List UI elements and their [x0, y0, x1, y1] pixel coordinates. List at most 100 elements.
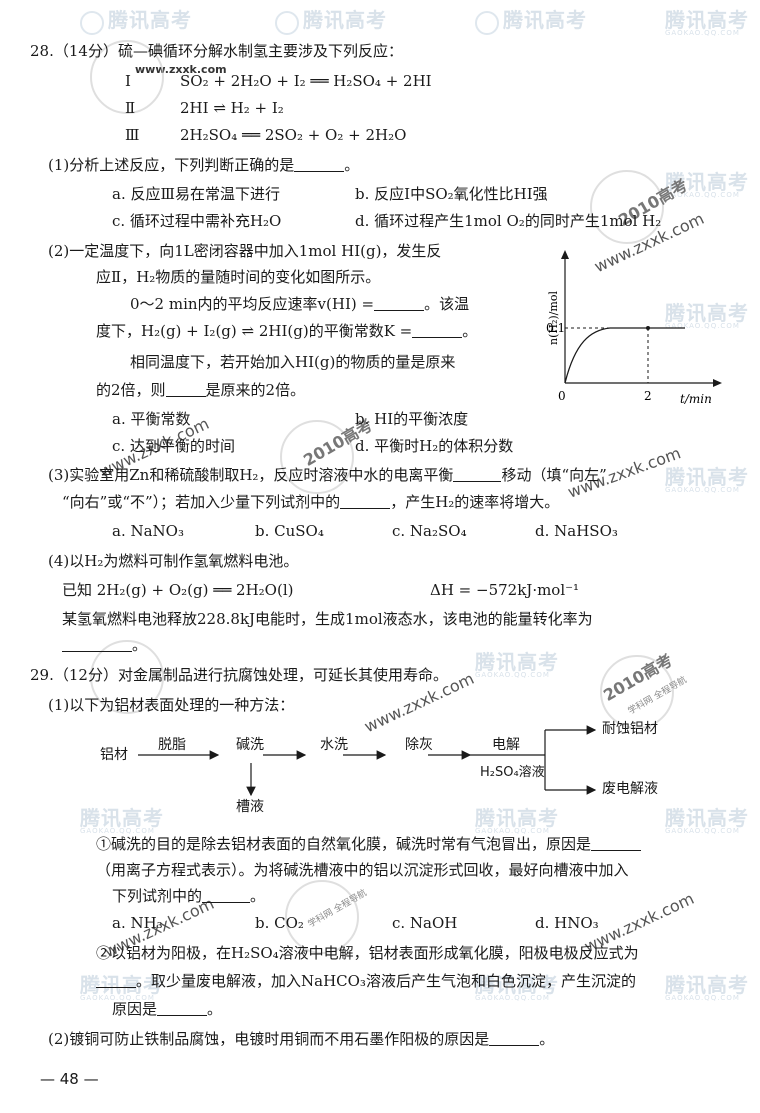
graph-y-tick: 0.1: [546, 321, 565, 335]
watermark-tencent-gaokao: 腾讯高考: [275, 10, 387, 35]
h2-vs-time-graph: n(H₂)/mol 0.1 0 2 t/min: [546, 250, 722, 406]
q28-part1-option-d: d. 循环过程产生1mol O₂的同时产生1mol H₂: [355, 212, 662, 230]
graduation-cap-stamp-icon: [90, 640, 164, 714]
flow-electrolysis-condition: H₂SO₄溶液: [480, 765, 545, 780]
q28-part3-option-a: a. NaNO₃: [112, 522, 184, 540]
answer-blank[interactable]: [294, 159, 345, 172]
q28-part1-option-c: c. 循环过程中需补充H₂O: [112, 212, 282, 230]
flow-step-degrease: 脱脂: [158, 737, 186, 753]
q28-part2-line5: 相同温度下，若开始加入HI(g)的物质的量是原来: [130, 353, 456, 371]
q28-part3-option-b: b. CuSO₄: [255, 522, 324, 540]
q29-c2-line3: 原因是。: [112, 1000, 223, 1018]
q29-c2-line1: ②以铝材为阳极，在H₂SO₄溶液中电解，铝材表面形成氧化膜，阳极电极反应式为: [96, 944, 639, 962]
graph-equilibrium-point: [646, 326, 650, 330]
watermark-tencent-gaokao: 腾讯高考: [475, 10, 587, 35]
q28-reaction-3-number: Ⅲ: [125, 126, 140, 144]
q28-part2-line2: 应Ⅱ，H₂物质的量随时间的变化如图所示。: [96, 268, 381, 286]
q29-header: 29.（12分）对金属制品进行抗腐蚀处理，可延长其使用寿命。: [30, 666, 448, 684]
aluminum-treatment-flow: [138, 725, 597, 797]
q29-c1-option-b: b. CO₂: [255, 914, 304, 932]
q28-part2-option-d: d. 平衡时H₂的体积分数: [355, 437, 514, 455]
answer-blank[interactable]: [412, 325, 463, 338]
answer-blank[interactable]: [489, 1033, 540, 1046]
q28-reaction-2-number: Ⅱ: [125, 99, 136, 117]
q28-header: 28.（14分）硫—碘循环分解水制氢主要涉及下列反应：: [30, 42, 403, 60]
flow-step-water-wash: 水洗: [320, 737, 348, 753]
watermark-tencent-gaokao: 腾讯高考: [80, 10, 192, 35]
watermark-zxxk: www.zxxk.com: [135, 63, 227, 76]
answer-blank[interactable]: [453, 469, 502, 482]
answer-blank[interactable]: [591, 838, 642, 851]
q29-c2-line2: 。取少量废电解液，加入NaHCO₃溶液后产生气泡和白色沉淀，产生沉淀的: [96, 974, 636, 989]
flow-output-waste-electrolyte: 废电解液: [602, 781, 658, 797]
q28-part2-line4: 度下，H₂(g) + I₂(g) ⇌ 2HI(g)的平衡常数K =。: [96, 322, 478, 340]
q28-part2-option-c: c. 达到平衡的时间: [112, 437, 235, 455]
tencent-logo-icon: [475, 10, 499, 35]
answer-blank[interactable]: [202, 890, 251, 903]
flow-start: 铝材: [100, 747, 128, 763]
q28-reaction-3: 2H₂SO₄ ══ 2SO₂ + O₂ + 2H₂O: [180, 126, 407, 144]
graduation-cap-stamp-icon: [590, 170, 664, 244]
q28-part1-option-b: b. 反应Ⅰ中SO₂氧化性比HI强: [355, 185, 548, 203]
flow-step-alkali-wash: 碱洗: [236, 737, 264, 753]
answer-blank[interactable]: [374, 298, 425, 311]
q28-part2-option-b: b. HI的平衡浓度: [355, 410, 469, 428]
q28-part4-line3: 某氢氧燃料电池释放228.8kJ电能时，生成1mol液态水，该电池的能量转化率为: [62, 610, 593, 628]
flow-side-tank-liquid: 槽液: [236, 799, 264, 815]
flow-output-corrosion-resistant: 耐蚀铝材: [602, 721, 658, 737]
q28-part4-equation: 已知 2H₂(g) + O₂(g) ══ 2H₂O(l): [62, 581, 294, 599]
q28-part1-stem: (1)分析上述反应，下列判断正确的是。: [48, 156, 360, 174]
flow-step-deash: 除灰: [405, 737, 433, 753]
answer-blank[interactable]: [62, 639, 132, 652]
graph-x-tick: 2: [644, 389, 652, 403]
q29-part2: (2)镀铜可防止铁制品腐蚀，电镀时用铜而不用石墨作阳极的原因是。: [48, 1030, 555, 1048]
answer-blank[interactable]: [96, 975, 136, 988]
graph-h2-curve: [564, 327, 685, 384]
q28-part2-line1: (2)一定温度下，向1L密闭容器中加入1mol HI(g)，发生反: [48, 242, 442, 260]
tencent-logo-icon: [275, 10, 299, 35]
answer-blank[interactable]: [157, 1003, 208, 1016]
q28-part4-line1: (4)以H₂为燃料可制作氢氧燃料电池。: [48, 552, 299, 570]
page-number: — 48 —: [40, 1070, 99, 1088]
q28-part2-line6: 的2倍，则是原来的2倍。: [96, 381, 306, 399]
q28-part2-option-a: a. 平衡常数: [112, 410, 191, 428]
graph-origin: 0: [558, 389, 566, 403]
q29-c1-option-d: d. HNO₃: [535, 914, 599, 932]
graduation-cap-stamp-icon: [600, 655, 674, 729]
q29-part1-stem: (1)以下为铝材表面处理的一种方法：: [48, 696, 295, 714]
q28-part4-enthalpy: ΔH = −572kJ·mol⁻¹: [430, 581, 580, 599]
q28-reaction-2: 2HI ⇌ H₂ + I₂: [180, 99, 284, 117]
q29-c1-line2: （用离子方程式表示）。为将碱洗槽液中的铝以沉淀形式回收，最好向槽液中加入: [96, 861, 629, 879]
flow-step-electrolysis: 电解: [492, 737, 520, 753]
q28-part4-blank: 。: [62, 638, 147, 653]
q28-part1-option-a: a. 反应Ⅲ易在常温下进行: [112, 185, 280, 203]
tencent-logo-icon: [80, 10, 104, 35]
q28-part3-option-c: c. Na₂SO₄: [392, 522, 467, 540]
graph-y-axis-arrow-icon: [561, 250, 569, 259]
q28-part3-option-d: d. NaHSO₃: [535, 522, 618, 540]
q28-part3-line1: (3)实验室用Zn和稀硫酸制取H₂，反应时溶液中水的电离平衡移动（填“向左”: [48, 466, 607, 484]
q28-part3-line2: “向右”或“不”）；若加入少量下列试剂中的，产生H₂的速率将增大。: [62, 493, 560, 511]
q28-reaction-1-number: Ⅰ: [125, 72, 131, 90]
graduation-cap-stamp-icon: [280, 420, 354, 494]
answer-blank[interactable]: [340, 496, 391, 509]
q29-c1-option-a: a. NH₃: [112, 914, 163, 932]
q29-c1-line3: 下列试剂中的。: [112, 887, 266, 905]
graduation-cap-stamp-icon: [285, 880, 359, 954]
graduation-cap-stamp-icon: [90, 40, 164, 114]
graph-x-label: t/min: [680, 392, 712, 406]
q29-c1-line1: ①碱洗的目的是除去铝材表面的自然氧化膜，碱洗时常有气泡冒出，原因是: [96, 837, 642, 852]
answer-blank[interactable]: [165, 384, 206, 397]
graph-y-label: n(H₂)/mol: [547, 291, 560, 345]
